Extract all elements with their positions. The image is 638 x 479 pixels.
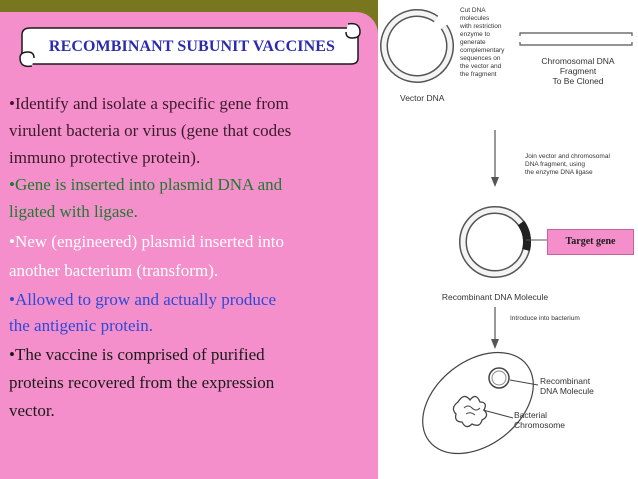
cut-dna-line: enzyme to	[460, 31, 490, 38]
chromosome-line: Bacterial	[514, 410, 547, 420]
join-line: the enzyme DNA ligase	[525, 169, 593, 176]
cut-dna-line: Cut DNA	[460, 7, 486, 14]
cell-recombinant-line: Recombinant	[540, 376, 591, 386]
cut-dna-line: complementary	[460, 47, 505, 54]
cut-dna-text: Cut DNA molecules with restriction enzym…	[459, 7, 505, 78]
chromosomal-line: Fragment	[560, 66, 597, 76]
bullet-4-line-1: •Allowed to grow and actually produce	[9, 290, 277, 309]
cut-dna-line: the vector and	[460, 63, 502, 70]
recombinant-label: Recombinant DNA Molecule	[442, 292, 549, 302]
cut-dna-line: molecules	[460, 15, 490, 22]
bullet-5-line-2: proteins recovered from the expression	[9, 373, 275, 392]
join-text: Join vector and chromosomal DNA fragment…	[525, 153, 610, 176]
bullet-5-line-3: vector.	[9, 401, 55, 420]
bullet-1-line-2: virulent bacteria or virus (gene that co…	[9, 121, 292, 140]
arrow-down-icon	[491, 307, 499, 349]
introduce-text: Introduce into bacterium	[510, 315, 580, 322]
page-title: RECOMBINANT SUBUNIT VACCINES	[48, 38, 336, 55]
target-gene-label: Target gene	[547, 229, 634, 255]
bullet-1-line-3: immuno protective protein).	[9, 148, 201, 167]
cut-dna-line: the fragment	[460, 71, 497, 78]
arrow-down-icon	[491, 130, 499, 187]
chromosomal-label: Chromosomal DNA Fragment To Be Cloned	[541, 56, 615, 86]
bacterial-cell	[422, 351, 539, 455]
chromosomal-fragment	[519, 32, 633, 46]
vector-dna-plasmid	[380, 9, 454, 83]
chromosome-line: Chromosome	[514, 420, 565, 430]
bullet-4-line-2: the antigenic protein.	[9, 316, 153, 335]
chromosomal-line: To Be Cloned	[552, 76, 603, 86]
join-line: Join vector and chromosomal	[525, 153, 610, 160]
bullet-2-line-2: ligated with ligase.	[9, 202, 138, 221]
bullet-2-line-1: •Gene is inserted into plasmid DNA and	[9, 175, 283, 194]
bullet-3-line-2: another bacterium (transform).	[9, 261, 219, 280]
vector-dna-label: Vector DNA	[400, 93, 445, 103]
cut-dna-line: generate	[460, 39, 486, 46]
chromosomal-line: Chromosomal DNA	[541, 56, 615, 66]
text-panel	[0, 12, 378, 479]
cut-dna-line: sequences on	[460, 55, 501, 62]
bullet-5-line-1: •The vaccine is comprised of purified	[9, 345, 265, 364]
bacterial-chromosome-label: Bacterial Chromosome	[514, 410, 565, 430]
cut-dna-line: with restriction	[459, 23, 502, 30]
bullet-1-line-1: •Identify and isolate a specific gene fr…	[9, 94, 289, 113]
recombinant-plasmid	[459, 206, 547, 278]
cell-recombinant-label: Recombinant DNA Molecule	[540, 376, 594, 396]
title-scroll-banner	[19, 22, 361, 68]
bullet-3-line-1: •New (engineered) plasmid inserted into	[9, 232, 285, 251]
join-line: DNA fragment, using	[525, 161, 585, 168]
cell-recombinant-line: DNA Molecule	[540, 386, 594, 396]
